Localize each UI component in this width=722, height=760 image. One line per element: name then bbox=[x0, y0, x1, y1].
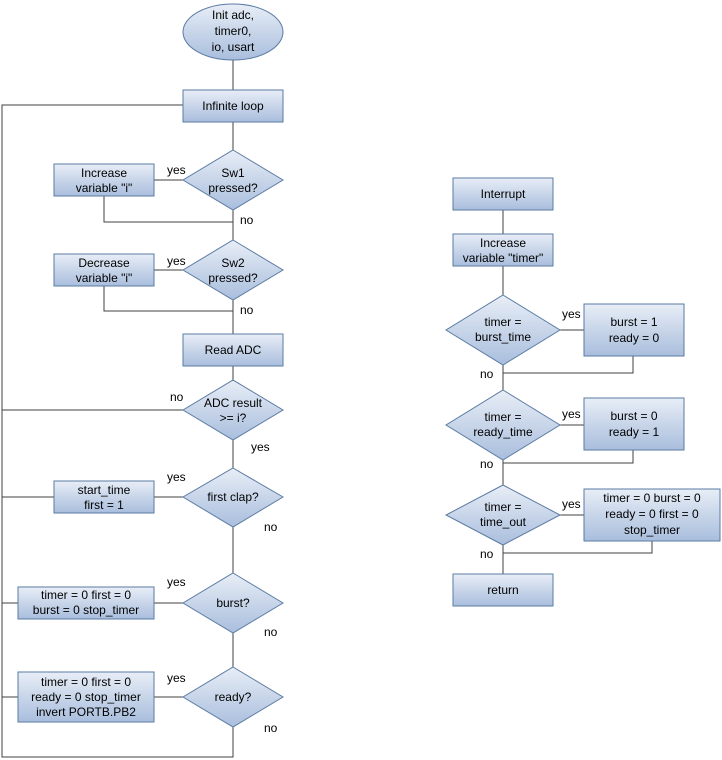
adc-decision: ADC result >= i? bbox=[182, 379, 284, 441]
interrupt-flow-branch-labels: yes no yes no yes no bbox=[480, 307, 581, 561]
increase-i-line-1: Increase bbox=[81, 166, 127, 180]
burst-time-question-line-2: burst_time bbox=[475, 330, 531, 344]
sw2-no-label: no bbox=[240, 303, 254, 317]
burst-time-question-line-1: timer = bbox=[484, 315, 521, 329]
burst-action-node: timer = 0 first = 0 burst = 0 stop_timer bbox=[17, 586, 155, 620]
first-clap-decision: first clap? bbox=[182, 467, 284, 528]
burst-time-decision: timer = burst_time bbox=[445, 294, 561, 366]
interrupt-flow-connectors bbox=[502, 210, 653, 574]
increase-i-line-2: variable "i" bbox=[76, 181, 133, 195]
init-label-line-1: Init adc, bbox=[212, 8, 254, 22]
adc-no-label: no bbox=[170, 390, 184, 404]
ready-time-question-line-1: timer = bbox=[484, 410, 521, 424]
sw1-no-label: no bbox=[240, 213, 254, 227]
burst-set-line-1: burst = 1 bbox=[610, 315, 657, 329]
timeout-decision: timer = time_out bbox=[444, 484, 562, 546]
ready-time-no-label: no bbox=[480, 457, 494, 471]
ready-yes-label: yes bbox=[167, 671, 186, 685]
decrease-i-line-1: Decrease bbox=[78, 256, 130, 270]
main-flow-branch-labels: yes no yes no no yes yes no yes no yes n… bbox=[167, 163, 278, 735]
read-adc-node: Read ADC bbox=[182, 333, 284, 367]
burst-set-line-2: ready = 0 bbox=[609, 331, 660, 345]
sw1-yes-label: yes bbox=[167, 163, 186, 177]
start-time-node: start_time first = 1 bbox=[53, 480, 155, 514]
decrease-i-line-2: variable "i" bbox=[76, 271, 133, 285]
ready-no-label: no bbox=[264, 721, 278, 735]
interrupt-label: Interrupt bbox=[481, 187, 526, 201]
increase-timer-line-1: Increase bbox=[480, 236, 526, 250]
sw1-question-line-1: Sw1 bbox=[221, 166, 245, 180]
timeout-no-label: no bbox=[480, 547, 494, 561]
infinite-loop-label: Infinite loop bbox=[202, 99, 264, 113]
first-clap-question: first clap? bbox=[207, 490, 259, 504]
ready-set-node: burst = 0 ready = 1 bbox=[583, 397, 685, 451]
start-time-line-2: first = 1 bbox=[84, 498, 124, 512]
ready-time-decision: timer = ready_time bbox=[445, 389, 561, 461]
read-adc-label: Read ADC bbox=[205, 343, 262, 357]
sw1-question-line-2: pressed? bbox=[208, 181, 258, 195]
ready-set-line-1: burst = 0 bbox=[610, 409, 657, 423]
interrupt-node: Interrupt bbox=[452, 177, 554, 211]
timeout-action-node: timer = 0 burst = 0 ready = 0 first = 0 … bbox=[583, 488, 721, 542]
init-label-line-3: io, usart bbox=[212, 40, 255, 54]
clap-no-label: no bbox=[264, 520, 278, 534]
burst-question: burst? bbox=[216, 596, 250, 610]
timeout-action-line-1: timer = 0 burst = 0 bbox=[603, 491, 701, 505]
ready-action-line-3: invert PORTB.PB2 bbox=[36, 705, 136, 719]
return-node: return bbox=[452, 573, 554, 607]
adc-question-line-2: >= i? bbox=[220, 411, 247, 425]
ready-question: ready? bbox=[215, 690, 252, 704]
timeout-action-line-2: ready = 0 first = 0 bbox=[605, 507, 699, 521]
clap-yes-label: yes bbox=[167, 470, 186, 484]
burst-action-line-2: burst = 0 stop_timer bbox=[33, 603, 139, 617]
increase-timer-line-2: variable "timer" bbox=[463, 251, 544, 265]
burst-set-node: burst = 1 ready = 0 bbox=[583, 303, 685, 357]
timeout-question-line-1: timer = bbox=[484, 500, 521, 514]
ready-time-question-line-2: ready_time bbox=[473, 425, 533, 439]
ready-set-line-2: ready = 1 bbox=[609, 425, 660, 439]
init-label-line-2: timer0, bbox=[215, 24, 252, 38]
burst-action-line-1: timer = 0 first = 0 bbox=[41, 588, 131, 602]
ready-action-line-2: ready = 0 stop_timer bbox=[31, 690, 141, 704]
adc-question-line-1: ADC result bbox=[204, 396, 263, 410]
start-time-line-1: start_time bbox=[78, 483, 131, 497]
ready-time-yes-label: yes bbox=[562, 407, 581, 421]
sw2-question-line-1: Sw2 bbox=[221, 256, 245, 270]
increase-timer-node: Increase variable "timer" bbox=[452, 233, 554, 267]
decrease-i-node: Decrease variable "i" bbox=[53, 253, 155, 287]
burst-decision: burst? bbox=[182, 572, 284, 634]
ready-action-node: timer = 0 first = 0 ready = 0 stop_timer… bbox=[17, 671, 155, 723]
init-node: Init adc, timer0, io, usart bbox=[182, 3, 284, 61]
increase-i-node: Increase variable "i" bbox=[53, 163, 155, 197]
sw2-yes-label: yes bbox=[167, 254, 186, 268]
adc-yes-label: yes bbox=[251, 440, 270, 454]
return-label: return bbox=[487, 583, 518, 597]
main-flow-connectors bbox=[1, 60, 234, 758]
burst-yes-label: yes bbox=[167, 575, 186, 589]
timeout-question-line-2: time_out bbox=[480, 515, 527, 529]
ready-decision: ready? bbox=[182, 666, 284, 728]
timeout-action-line-3: stop_timer bbox=[624, 523, 680, 537]
burst-no-label: no bbox=[264, 625, 278, 639]
sw2-question-line-2: pressed? bbox=[208, 271, 258, 285]
sw2-decision: Sw2 pressed? bbox=[182, 239, 284, 301]
burst-time-yes-label: yes bbox=[562, 307, 581, 321]
infinite-loop-node: Infinite loop bbox=[182, 89, 284, 123]
burst-time-no-label: no bbox=[480, 367, 494, 381]
sw1-decision: Sw1 pressed? bbox=[182, 149, 284, 211]
timeout-yes-label: yes bbox=[562, 497, 581, 511]
ready-action-line-1: timer = 0 first = 0 bbox=[41, 675, 131, 689]
